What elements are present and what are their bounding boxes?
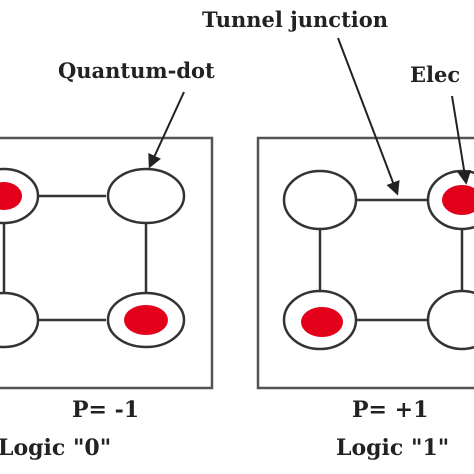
electron-right-bl <box>301 307 343 337</box>
quantum-dot-right-tl <box>282 169 358 231</box>
quantum-dot-right-br <box>426 289 474 351</box>
qca-cell-left: P= -1 Logic "0" <box>0 136 214 461</box>
tunnel-junction-arrow <box>337 37 400 196</box>
quantum-dot-left-tr <box>106 167 186 225</box>
quantum-dot-arrow <box>148 91 185 169</box>
cell-frame-right <box>256 136 474 390</box>
electron-left-br <box>124 305 168 335</box>
polarization-label-left: P= -1 <box>72 397 139 423</box>
logic-label-right: Logic "1" <box>336 435 449 461</box>
cell-frame-left <box>0 136 214 390</box>
polarization-label-right: P= +1 <box>352 397 428 423</box>
electron-label: Elec <box>410 62 460 87</box>
logic-label-left: Logic "0" <box>0 435 111 461</box>
quantum-dot-left-bl <box>0 291 40 349</box>
electron-arrow <box>451 95 472 185</box>
quantum-dot-label: Quantum-dot <box>58 58 215 83</box>
electron-left-tl <box>0 182 22 210</box>
electron-right-tr <box>442 185 474 215</box>
qca-cell-right: P= +1 Logic "1" <box>256 136 474 461</box>
tunnel-junction-label: Tunnel junction <box>202 7 388 32</box>
